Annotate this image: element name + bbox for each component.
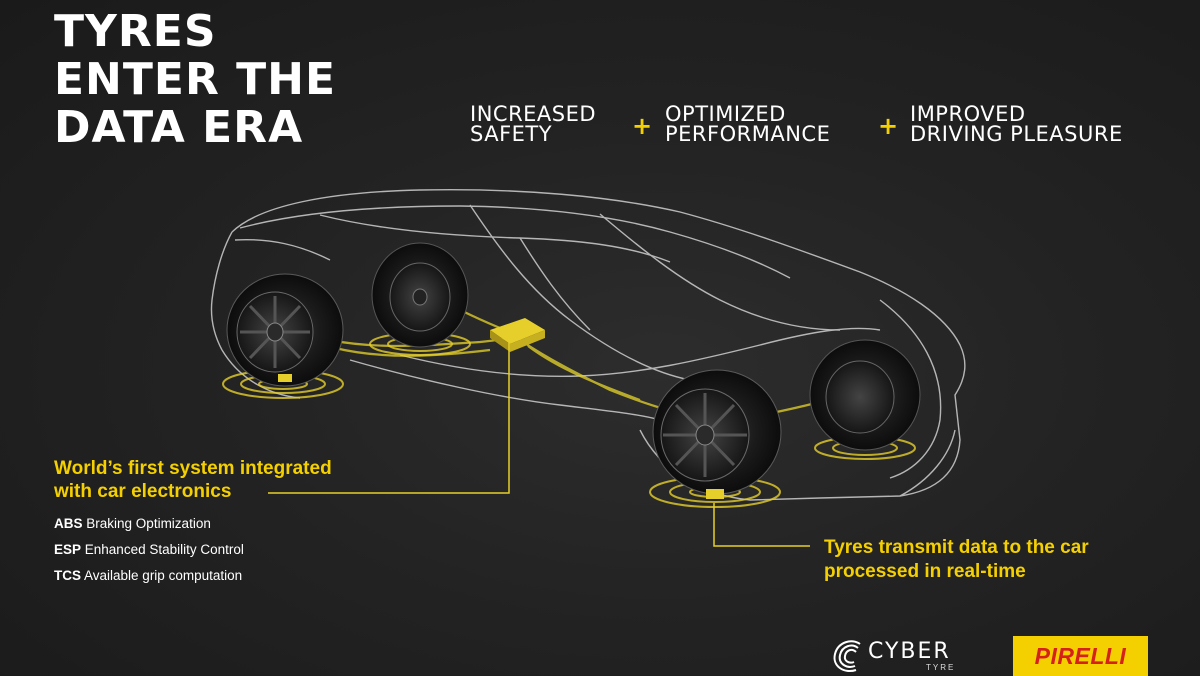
- cyber-swirl-icon: [833, 640, 861, 672]
- right-callout: Tyres transmit data to the car processed…: [824, 536, 1164, 584]
- cyber-tyre-logo: CYBER TYRE: [830, 636, 972, 676]
- feature-text: Enhanced Stability Control: [84, 542, 244, 557]
- wheel-front-left: [226, 273, 344, 387]
- benefit-safety-line-2: SAFETY: [470, 122, 553, 146]
- feature-abbr: TCS: [54, 568, 81, 583]
- right-callout-line-1: Tyres transmit data to the car: [824, 537, 1089, 558]
- feature-list: ABS Braking Optimization ESP Enhanced St…: [54, 511, 414, 589]
- title-line-1: TYRES: [54, 6, 217, 57]
- cyber-logo-text: CYBER: [868, 639, 951, 664]
- benefit-safety-line-1: INCREASED: [470, 102, 597, 126]
- title-line-3: DATA ERA: [54, 102, 304, 153]
- benefit-performance: OPTIMIZED PERFORMANCE: [665, 102, 831, 146]
- feature-abbr: ABS: [54, 516, 83, 531]
- wheel-rear-right: [809, 339, 921, 451]
- wheel-rear-left: [371, 242, 469, 348]
- benefit-safety: INCREASED SAFETY: [470, 102, 597, 146]
- ecu-unit: [490, 318, 545, 352]
- pirelli-logo: PIRELLI: [1013, 636, 1148, 676]
- benefit-driving-line-1: IMPROVED: [910, 102, 1026, 126]
- feature-abbr: ESP: [54, 542, 82, 557]
- benefit-driving-line-2: DRIVING PLEASURE: [910, 122, 1123, 146]
- feature-text: Braking Optimization: [86, 516, 211, 531]
- feature-esp: ESP Enhanced Stability Control: [54, 537, 414, 563]
- right-callout-line-2: processed in real-time: [824, 561, 1026, 582]
- title-line-2: ENTER THE: [54, 54, 337, 105]
- left-callout-heading: World’s first system integrated with car…: [54, 457, 414, 503]
- left-callout: World’s first system integrated with car…: [54, 457, 414, 589]
- pirelli-logo-text: PIRELLI: [1034, 642, 1127, 669]
- feature-abs: ABS Braking Optimization: [54, 511, 414, 537]
- feature-text: Available grip computation: [84, 568, 243, 583]
- benefit-performance-line-2: PERFORMANCE: [665, 122, 831, 146]
- plus-icon: +: [632, 112, 653, 140]
- feature-tcs: TCS Available grip computation: [54, 563, 414, 589]
- car-outline: [210, 189, 966, 501]
- left-callout-heading-line-2: with car electronics: [54, 481, 232, 502]
- left-callout-heading-line-1: World’s first system integrated: [54, 458, 332, 479]
- plus-icon: +: [878, 112, 899, 140]
- page-title: TYRES ENTER THE DATA ERA: [54, 8, 336, 152]
- wheel-front-right: [652, 369, 782, 499]
- benefit-performance-line-1: OPTIMIZED: [665, 102, 786, 126]
- callout-leaders: [268, 340, 810, 547]
- benefit-driving-pleasure: IMPROVED DRIVING PLEASURE: [910, 102, 1123, 146]
- cyber-logo-subtext: TYRE: [926, 663, 956, 672]
- benefits-row: INCREASED SAFETY + OPTIMIZED PERFORMANCE…: [470, 104, 1190, 150]
